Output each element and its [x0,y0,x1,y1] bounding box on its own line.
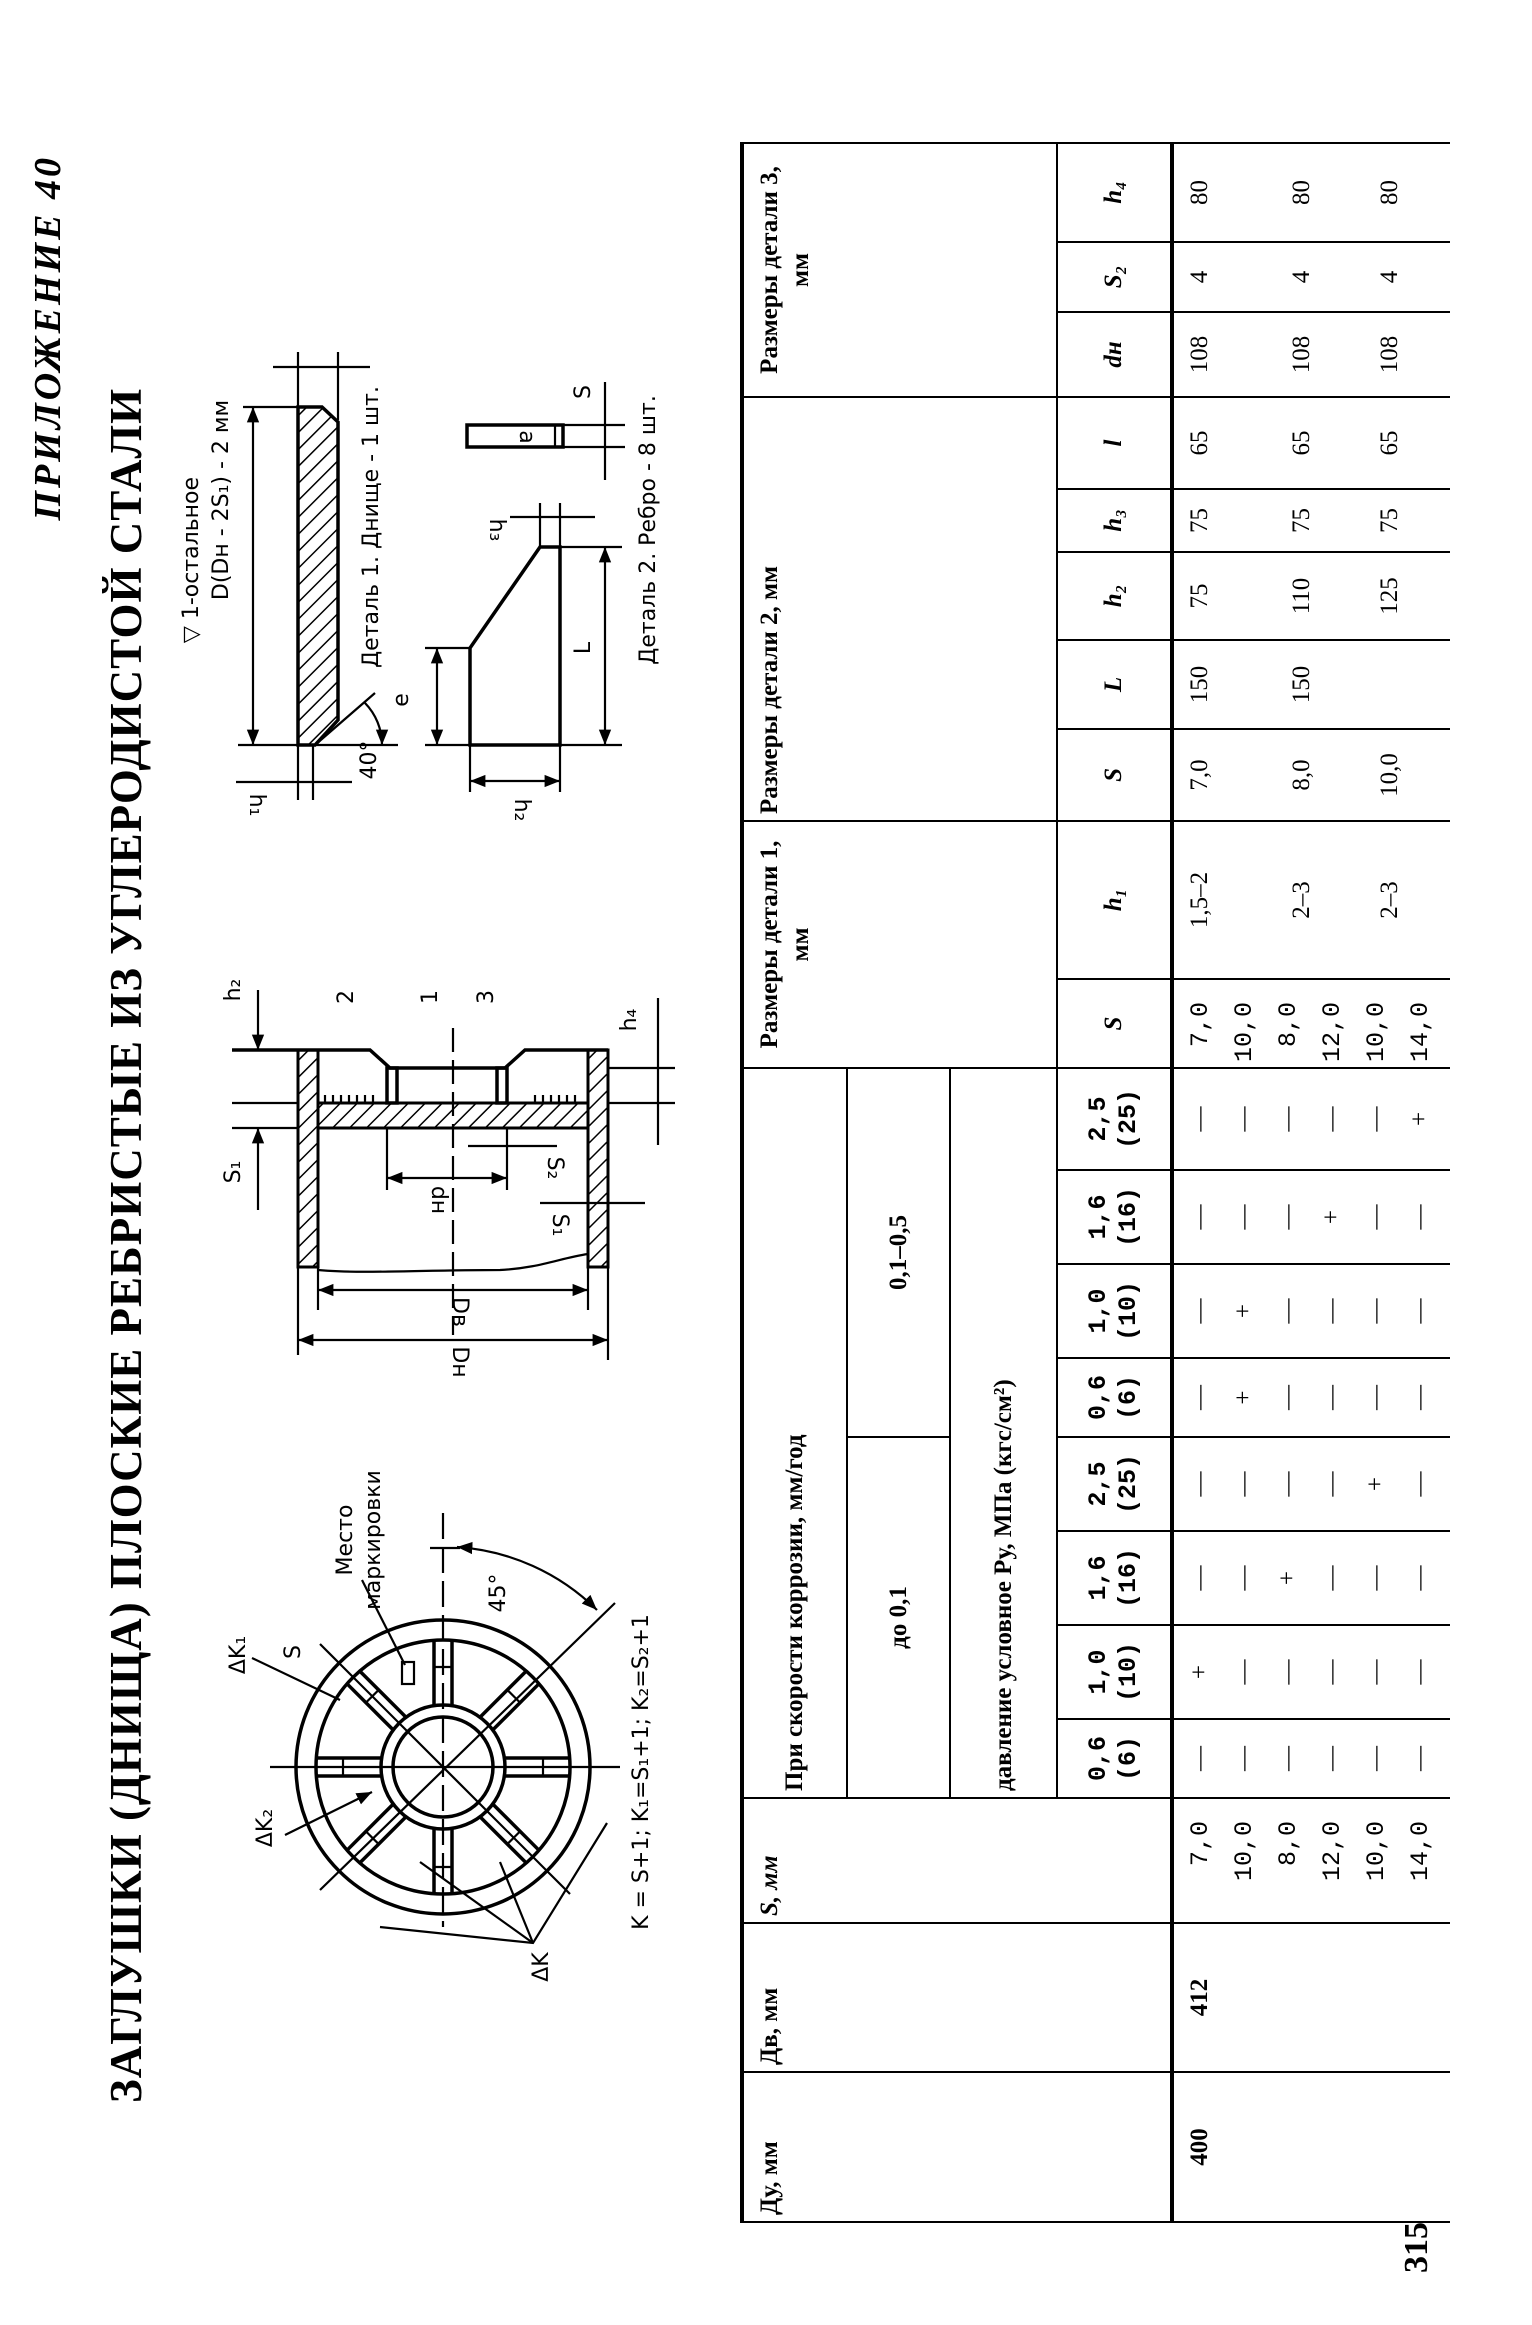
e-label: e [389,693,414,707]
h4-label: h₄ [617,1008,642,1031]
surface-finish-label: ▽ 1-остальное [179,477,204,643]
L-label: L [571,641,596,654]
bevel-line [314,692,376,746]
dk-leader [419,1861,534,1944]
h2-label: h₂ [221,979,246,1002]
detail-1-caption: Деталь 1. Днище - 1 шт. [359,386,384,668]
rib-cross-mark [506,1689,521,1704]
dk2-label: ΔK₂ [253,1809,278,1847]
rib-profile [232,1048,608,1070]
pipe-wall [385,1066,399,1105]
dk-label: ΔK [529,1952,554,1982]
rib-s-label: S [281,1645,306,1659]
bottom-plate-profile [296,405,340,747]
rib-profile [468,545,562,747]
s1-right-label: S₁ [547,1214,572,1237]
break-line [317,1252,589,1273]
rib-edge [358,1669,407,1719]
dn-label: dн [426,1186,451,1214]
s2-label: S₂ [542,1157,567,1180]
marking-place-label: маркировки [361,1470,386,1610]
formula-label: K = S+1; K₁=S₁+1; K₂=S₂+1 [629,1614,654,1930]
rib-edge [479,1669,528,1719]
weld-ticks [323,1095,577,1103]
h1-label: h₁ [244,794,269,817]
marking-leader [361,1579,406,1666]
pipe-wall [495,1066,509,1105]
dv-label: Dв [447,1297,472,1327]
left-wall [296,1048,320,1269]
rib-side-view [465,423,565,449]
rib-edge [491,1682,541,1731]
bevel-angle-arc [364,702,389,746]
s-label: S [571,385,596,399]
detail-2-caption: Деталь 2. Ребро - 8 шт. [636,395,661,665]
s1-left-label: S₁ [221,1161,246,1184]
detail-1-drawing: ▽ 1-остальное D(Dн - 2S₁) - 2 мм Деталь … [179,352,398,816]
rib-edge [345,1682,395,1731]
right-wall [586,1048,610,1269]
bevel-angle-label: 40° [357,741,382,780]
angle-label: 45° [486,1574,511,1613]
dk1-label: ΔK₁ [226,1636,251,1674]
rib-edge [358,1815,407,1865]
dn-outer-label: Dн [447,1346,472,1377]
rib [479,1669,541,1731]
rib-edge [345,1803,395,1852]
dk1-leader [251,1657,341,1701]
part-2-label: 2 [334,990,359,1004]
diagonal-centerline [319,1602,616,1891]
marking-place-box [400,1660,416,1686]
dk2-leader [284,1791,373,1836]
marking-place-label: Место [333,1505,358,1576]
section-view-drawing: 2 1 3 h₂ h₄ S₁ S₁ S₂ dн Dв Dн [221,979,675,1378]
rib-edge [479,1815,528,1865]
diameter-label: D(Dн - 2S₁) - 2 мм [209,400,234,600]
part-3-label: 3 [474,990,499,1004]
plan-view-drawing: маркировки Место ΔK₁ ΔK₂ ΔK 45° S K = S+… [226,1470,654,1982]
dk-leader [498,1861,535,1944]
h2-label: h₂ [509,799,534,822]
angle-arc [456,1541,598,1611]
h3-label: h₃ [484,519,509,542]
part-1-label: 1 [418,990,443,1004]
a-label: a [514,430,539,443]
detail-2-drawing: e L h₂ h₃ a S Деталь 2. Ребро - 8 шт. [389,382,661,821]
rib-edge [491,1803,541,1852]
